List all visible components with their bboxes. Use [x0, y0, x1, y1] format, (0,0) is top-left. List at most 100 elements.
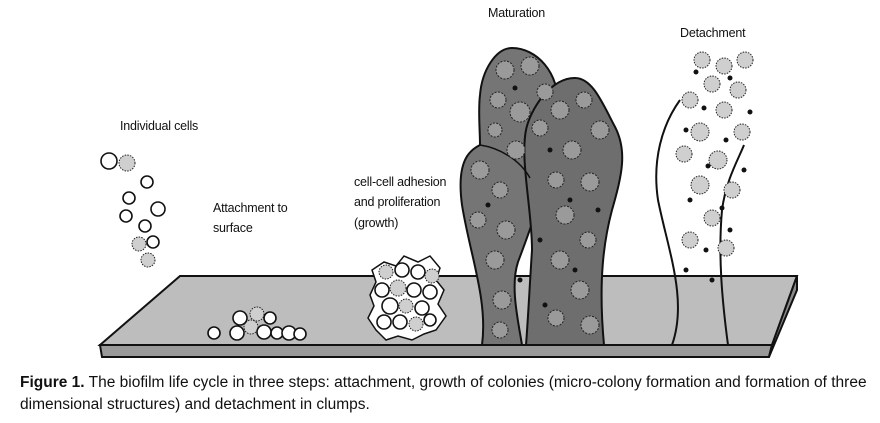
cell: [555, 205, 575, 225]
cell: [512, 85, 518, 91]
cell: [687, 197, 693, 203]
cell: [140, 252, 156, 268]
cell: [487, 122, 503, 138]
cell: [579, 231, 597, 249]
cell: [100, 152, 118, 170]
cell: [423, 313, 437, 327]
cell: [122, 191, 136, 205]
cell: [708, 150, 728, 170]
cell: [256, 324, 272, 340]
surface-slab: [97, 275, 799, 358]
cell: [736, 51, 754, 69]
cell: [531, 119, 549, 137]
cell: [495, 60, 515, 80]
cell: [537, 237, 543, 243]
cell: [550, 100, 570, 120]
cell: [703, 209, 721, 227]
maturation-towers: [459, 46, 624, 346]
cell: [683, 127, 689, 133]
cell: [207, 326, 221, 340]
cell: [506, 140, 526, 160]
cell: [424, 268, 440, 284]
cell: [263, 311, 277, 325]
label-adhesion-line2: and proliferation: [354, 195, 440, 209]
label-adhesion-line1: cell-cell adhesion: [354, 175, 447, 189]
cell: [492, 290, 512, 310]
cell: [470, 160, 490, 180]
tower-cells-group: [469, 56, 610, 339]
cell: [733, 123, 751, 141]
cell: [681, 91, 699, 109]
cell: [547, 309, 565, 327]
cell: [705, 163, 711, 169]
cell: [485, 202, 491, 208]
cell: [595, 207, 601, 213]
cell: [378, 264, 394, 280]
cell: [547, 147, 553, 153]
cell: [489, 91, 507, 109]
cell: [509, 101, 531, 123]
cell: [229, 325, 245, 341]
cell: [374, 282, 390, 298]
cell: [406, 282, 422, 298]
label-detachment: Detachment: [680, 26, 746, 40]
cell: [491, 321, 509, 339]
cell: [140, 175, 154, 189]
cell: [485, 250, 505, 270]
cell: [293, 327, 307, 341]
attachment-cells-group: [207, 306, 307, 341]
detachment-plume: [655, 51, 754, 346]
cell: [376, 314, 392, 330]
cell: [690, 175, 710, 195]
cell: [580, 315, 600, 335]
cell: [520, 56, 540, 76]
cell: [562, 140, 582, 160]
cell: [146, 235, 160, 249]
cell: [575, 91, 593, 109]
label-attachment-line1: Attachment to: [213, 201, 288, 215]
cell: [703, 247, 709, 253]
cell: [469, 211, 487, 229]
cell: [547, 171, 565, 189]
cell: [693, 51, 711, 69]
individual-cells-group: [100, 152, 166, 268]
cell: [570, 280, 590, 300]
figure-number: Figure 1.: [20, 374, 85, 391]
cell: [150, 201, 166, 217]
cell: [249, 306, 265, 322]
cell: [408, 316, 424, 332]
cell: [131, 236, 147, 252]
cell: [723, 137, 729, 143]
cell: [138, 219, 152, 233]
cell: [119, 209, 133, 223]
cell: [572, 267, 578, 273]
cell: [381, 297, 399, 315]
cell: [590, 120, 610, 140]
label-attachment-line2: surface: [213, 221, 253, 235]
cell: [715, 101, 733, 119]
cell: [414, 300, 430, 316]
label-maturation: Maturation: [488, 6, 545, 20]
label-adhesion-line3: (growth): [354, 216, 398, 230]
detached-cells-group: [675, 51, 754, 283]
cell: [536, 83, 554, 101]
cell: [118, 154, 136, 172]
cell: [701, 105, 707, 111]
cell: [709, 277, 715, 283]
cell: [715, 57, 733, 75]
cell: [681, 231, 699, 249]
cell: [232, 310, 248, 326]
cell: [693, 69, 699, 75]
label-individual-cells: Individual cells: [120, 119, 198, 133]
cell: [723, 181, 741, 199]
cell: [683, 267, 689, 273]
cell: [394, 262, 410, 278]
cell: [517, 277, 523, 283]
cell: [727, 75, 733, 81]
cell: [496, 220, 516, 240]
cell: [422, 284, 438, 300]
cell: [727, 227, 733, 233]
cell: [690, 122, 710, 142]
caption-text: The biofilm life cycle in three steps: a…: [20, 374, 867, 413]
cell: [747, 109, 753, 115]
